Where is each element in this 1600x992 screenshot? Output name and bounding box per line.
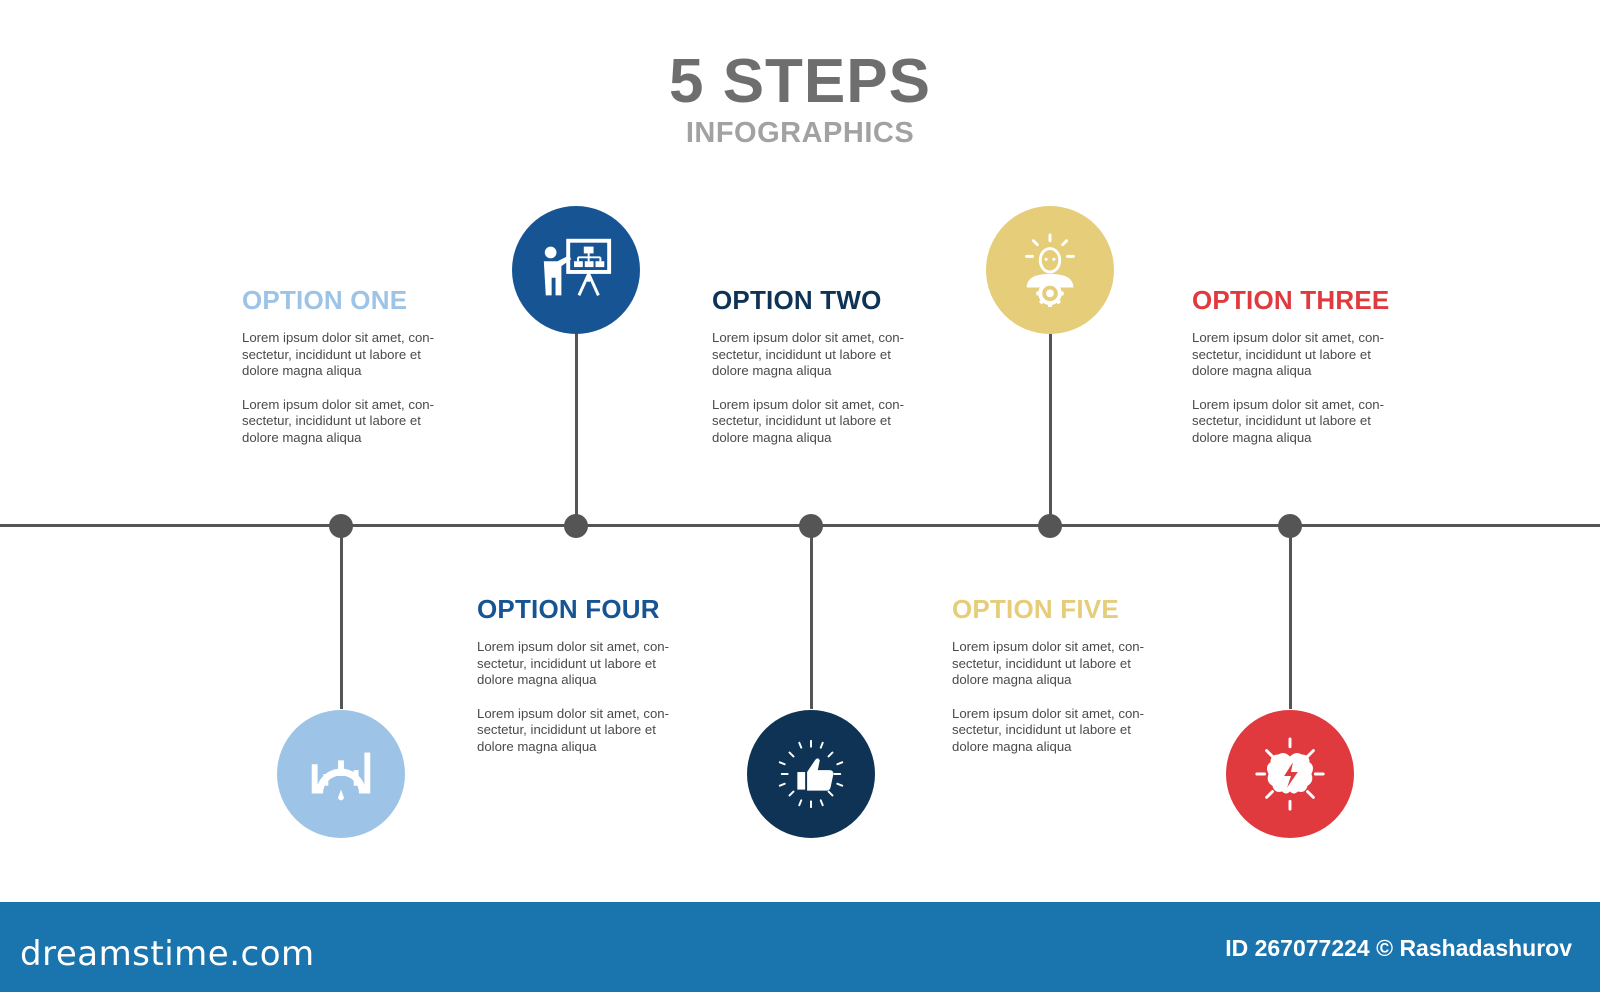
timeline-node-option-three	[1278, 514, 1302, 538]
timeline-node-option-four	[564, 514, 588, 538]
stem-option-three	[1288, 526, 1292, 709]
brain-lightning-icon	[1255, 737, 1325, 811]
option-four-paragraph-2: Lorem ipsum dolor sit amet, con-sectetur…	[477, 705, 670, 754]
presentation-flowchart-icon	[543, 238, 612, 296]
footer-image-credit: ID 267077224 © Rashadashurov	[1225, 935, 1572, 961]
stem-option-five	[1048, 330, 1052, 526]
option-four-text: OPTION FOUR Lorem ipsum dolor sit amet, …	[477, 594, 687, 755]
option-five-text: OPTION FIVE Lorem ipsum dolor sit amet, …	[952, 594, 1162, 755]
footer-bar	[0, 902, 1600, 992]
timeline-node-option-five	[1038, 514, 1062, 538]
option-one-circle	[277, 710, 405, 838]
option-one-title: OPTION ONE	[242, 285, 408, 315]
infographic-subtitle: INFOGRAPHICS	[685, 117, 915, 149]
option-two-paragraph-2: Lorem ipsum dolor sit amet, con-sectetur…	[712, 396, 905, 445]
option-two-circle	[747, 710, 875, 838]
option-three-title: OPTION THREE	[1192, 285, 1390, 315]
option-five-circle	[986, 206, 1114, 334]
option-five-title: OPTION FIVE	[952, 594, 1119, 624]
gauge-bar-chart-icon	[311, 752, 371, 801]
option-two-title: OPTION TWO	[712, 285, 882, 315]
option-one-paragraph-1: Lorem ipsum dolor sit amet, con-sectetur…	[242, 330, 435, 378]
timeline-node-option-two	[799, 514, 823, 538]
footer-brand-logo[interactable]: dreamstime.com	[20, 934, 315, 974]
option-three-paragraph-2: Lorem ipsum dolor sit amet, con-sectetur…	[1192, 396, 1385, 445]
option-four-circle	[512, 206, 640, 334]
option-one-text: OPTION ONE Lorem ipsum dolor sit amet, c…	[242, 285, 452, 446]
timeline-node-option-one	[329, 514, 353, 538]
option-four-paragraph-1: Lorem ipsum dolor sit amet, con-sectetur…	[477, 639, 670, 687]
option-five-paragraph-2: Lorem ipsum dolor sit amet, con-sectetur…	[952, 705, 1145, 754]
option-one-paragraph-2: Lorem ipsum dolor sit amet, con-sectetur…	[242, 396, 435, 445]
stem-option-two	[809, 526, 813, 709]
option-five-paragraph-1: Lorem ipsum dolor sit amet, con-sectetur…	[952, 639, 1145, 687]
thumbs-up-icon	[778, 739, 844, 809]
option-three-circle	[1226, 710, 1354, 838]
option-four-title: OPTION FOUR	[477, 594, 660, 624]
option-two-paragraph-1: Lorem ipsum dolor sit amet, con-sectetur…	[712, 330, 905, 378]
option-two-text: OPTION TWO Lorem ipsum dolor sit amet, c…	[712, 285, 922, 446]
option-three-paragraph-1: Lorem ipsum dolor sit amet, con-sectetur…	[1192, 330, 1385, 378]
stem-option-one	[339, 526, 343, 709]
stem-option-four	[574, 330, 578, 526]
infographic-title: 5 STEPS	[669, 47, 931, 116]
person-gear-idea-icon	[1025, 233, 1075, 308]
option-three-text: OPTION THREE Lorem ipsum dolor sit amet,…	[1192, 285, 1402, 446]
